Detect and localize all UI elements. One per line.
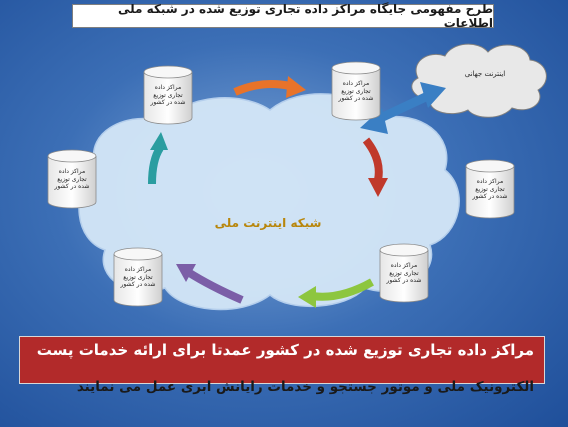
datacenter-1-label: مراکز داده تجاری توزیع شده در کشور: [150, 84, 186, 106]
global-internet-cloud: [411, 43, 547, 118]
datacenter-5-label: مراکز داده تجاری توزیع شده در کشور: [120, 266, 156, 288]
arrow-left: [148, 132, 168, 185]
datacenter-2-icon: [331, 61, 381, 121]
datacenter-2-label: مراکز داده تجاری توزیع شده در کشور: [338, 80, 374, 102]
datacenter-3-label: مراکز داده تجاری توزیع شده در کشور: [54, 168, 90, 190]
national-network-label: شبکه اینترنت ملی: [214, 216, 322, 230]
datacenter-1-icon: [143, 65, 193, 125]
arrow-bottom: [176, 264, 244, 304]
datacenter-4-icon: [465, 159, 515, 219]
arrow-right: [362, 137, 388, 197]
summary-line-2: الکترونیک ملی و موتور جستجو و خدمات رایا…: [76, 379, 534, 395]
datacenter-5-icon: [113, 247, 163, 307]
datacenter-6-icon: [379, 243, 429, 303]
summary-line-1: مراکز داده تجاری توزیع شده در کشور عمدتا…: [36, 341, 534, 359]
title-bar: طرح مفهومی جایگاه مراکز داده تجاری توزیع…: [72, 2, 494, 30]
datacenter-3-icon: [47, 149, 97, 209]
datacenter-4-label: مراکز داده تجاری توزیع شده در کشور: [472, 178, 508, 200]
global-link-arrow: [360, 82, 446, 134]
global-internet-label: اینترنت جهانی: [464, 70, 506, 78]
arrow-top: [233, 76, 306, 98]
diagram-title: طرح مفهومی جایگاه مراکز داده تجاری توزیع…: [118, 2, 493, 30]
arrow-bottom-right: [298, 278, 374, 308]
datacenter-6-label: مراکز داده تجاری توزیع شده در کشور: [386, 262, 422, 284]
summary-banner: [19, 336, 545, 384]
